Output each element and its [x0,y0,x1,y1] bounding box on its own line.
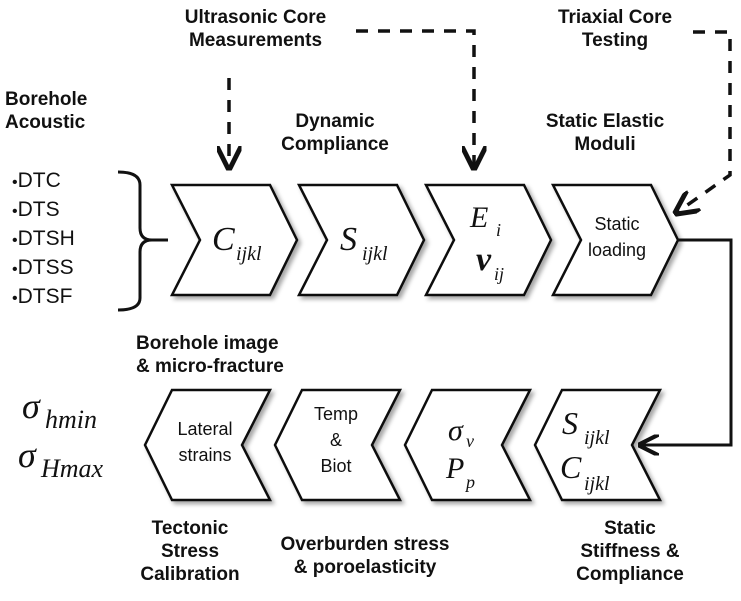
temp-biot-line3: Biot [320,456,351,476]
c-main: C [212,221,235,258]
sigma-v-main: σ [448,414,464,447]
chevron-static-loading: Static loading [550,183,680,297]
ultrasonic-core-label: Ultrasonic Core Measurements [184,7,327,51]
ultrasonic-to-moduli-arrow [356,29,474,168]
dynamic-compliance-label: Dynamic Compliance [281,111,389,155]
log-item: DTS [12,196,75,225]
tectonic-stress-label: Tectonic Stress Calibration [140,518,240,585]
static-elastic-moduli-label: Static Elastic Moduli [545,111,665,155]
lateral-strains-line1: Lateral [177,419,232,439]
chevron-elastic-moduli: E i ν ij [423,183,553,297]
temp-biot-line1: Temp [314,404,358,424]
log-item: DTSF [12,283,75,312]
chevron-static-sc: S ijkl C ijkl [533,388,663,502]
static-loading-to-stiffness-arrow [640,238,733,445]
pp-main: P [445,452,464,485]
nu-main: ν [476,241,492,278]
log-item: DTSH [12,225,75,254]
sigma-hmax-main: σ [18,435,37,475]
nu-sub: ij [494,264,504,284]
sigma-hmin-main: σ [22,386,41,426]
s-sub: ijkl [362,243,388,265]
log-list: DTC DTS DTSH DTSS DTSF [12,167,75,312]
temp-biot-line2: & [330,430,342,450]
c-sub: ijkl [236,243,262,265]
borehole-acoustic-label: Borehole Acoustic [5,89,88,133]
sigma-v-sub: v [466,431,474,451]
sigma-hmin-sub: hmin [45,405,97,434]
chevron-s-ijkl: S ijkl [296,183,426,297]
chevron-overburden-pore: σ v P p [403,388,533,502]
log-item: DTSS [12,254,75,283]
sigma-hmax-sub: Hmax [40,454,104,483]
static-s-sub: ijkl [584,427,610,449]
chevron-c-ijkl: C ijkl [169,183,299,297]
static-loading-line2: loading [588,240,646,260]
curly-brace [117,170,168,312]
static-s-main: S [562,405,578,441]
static-c-sub: ijkl [584,473,610,495]
triaxial-core-label: Triaxial Core Testing [557,7,673,51]
e-main: E [469,201,488,234]
borehole-image-label: Borehole image & micro-fracture [136,333,284,377]
chevron-temp-biot: Temp & Biot [273,388,403,502]
lateral-strains-line2: strains [178,445,231,465]
e-sub: i [496,220,501,240]
overburden-stress-label: Overburden stress & poroelasticity [280,534,450,578]
static-stiffness-label: Static Stiffness & Compliance [576,518,684,585]
pp-sub: p [464,472,475,492]
static-c-main: C [560,449,582,485]
static-loading-line1: Static [594,214,639,234]
triaxial-to-static-arrow [676,30,732,213]
s-main: S [340,221,357,258]
log-item: DTC [12,167,75,196]
chevron-lateral-strains: Lateral strains [143,388,273,502]
